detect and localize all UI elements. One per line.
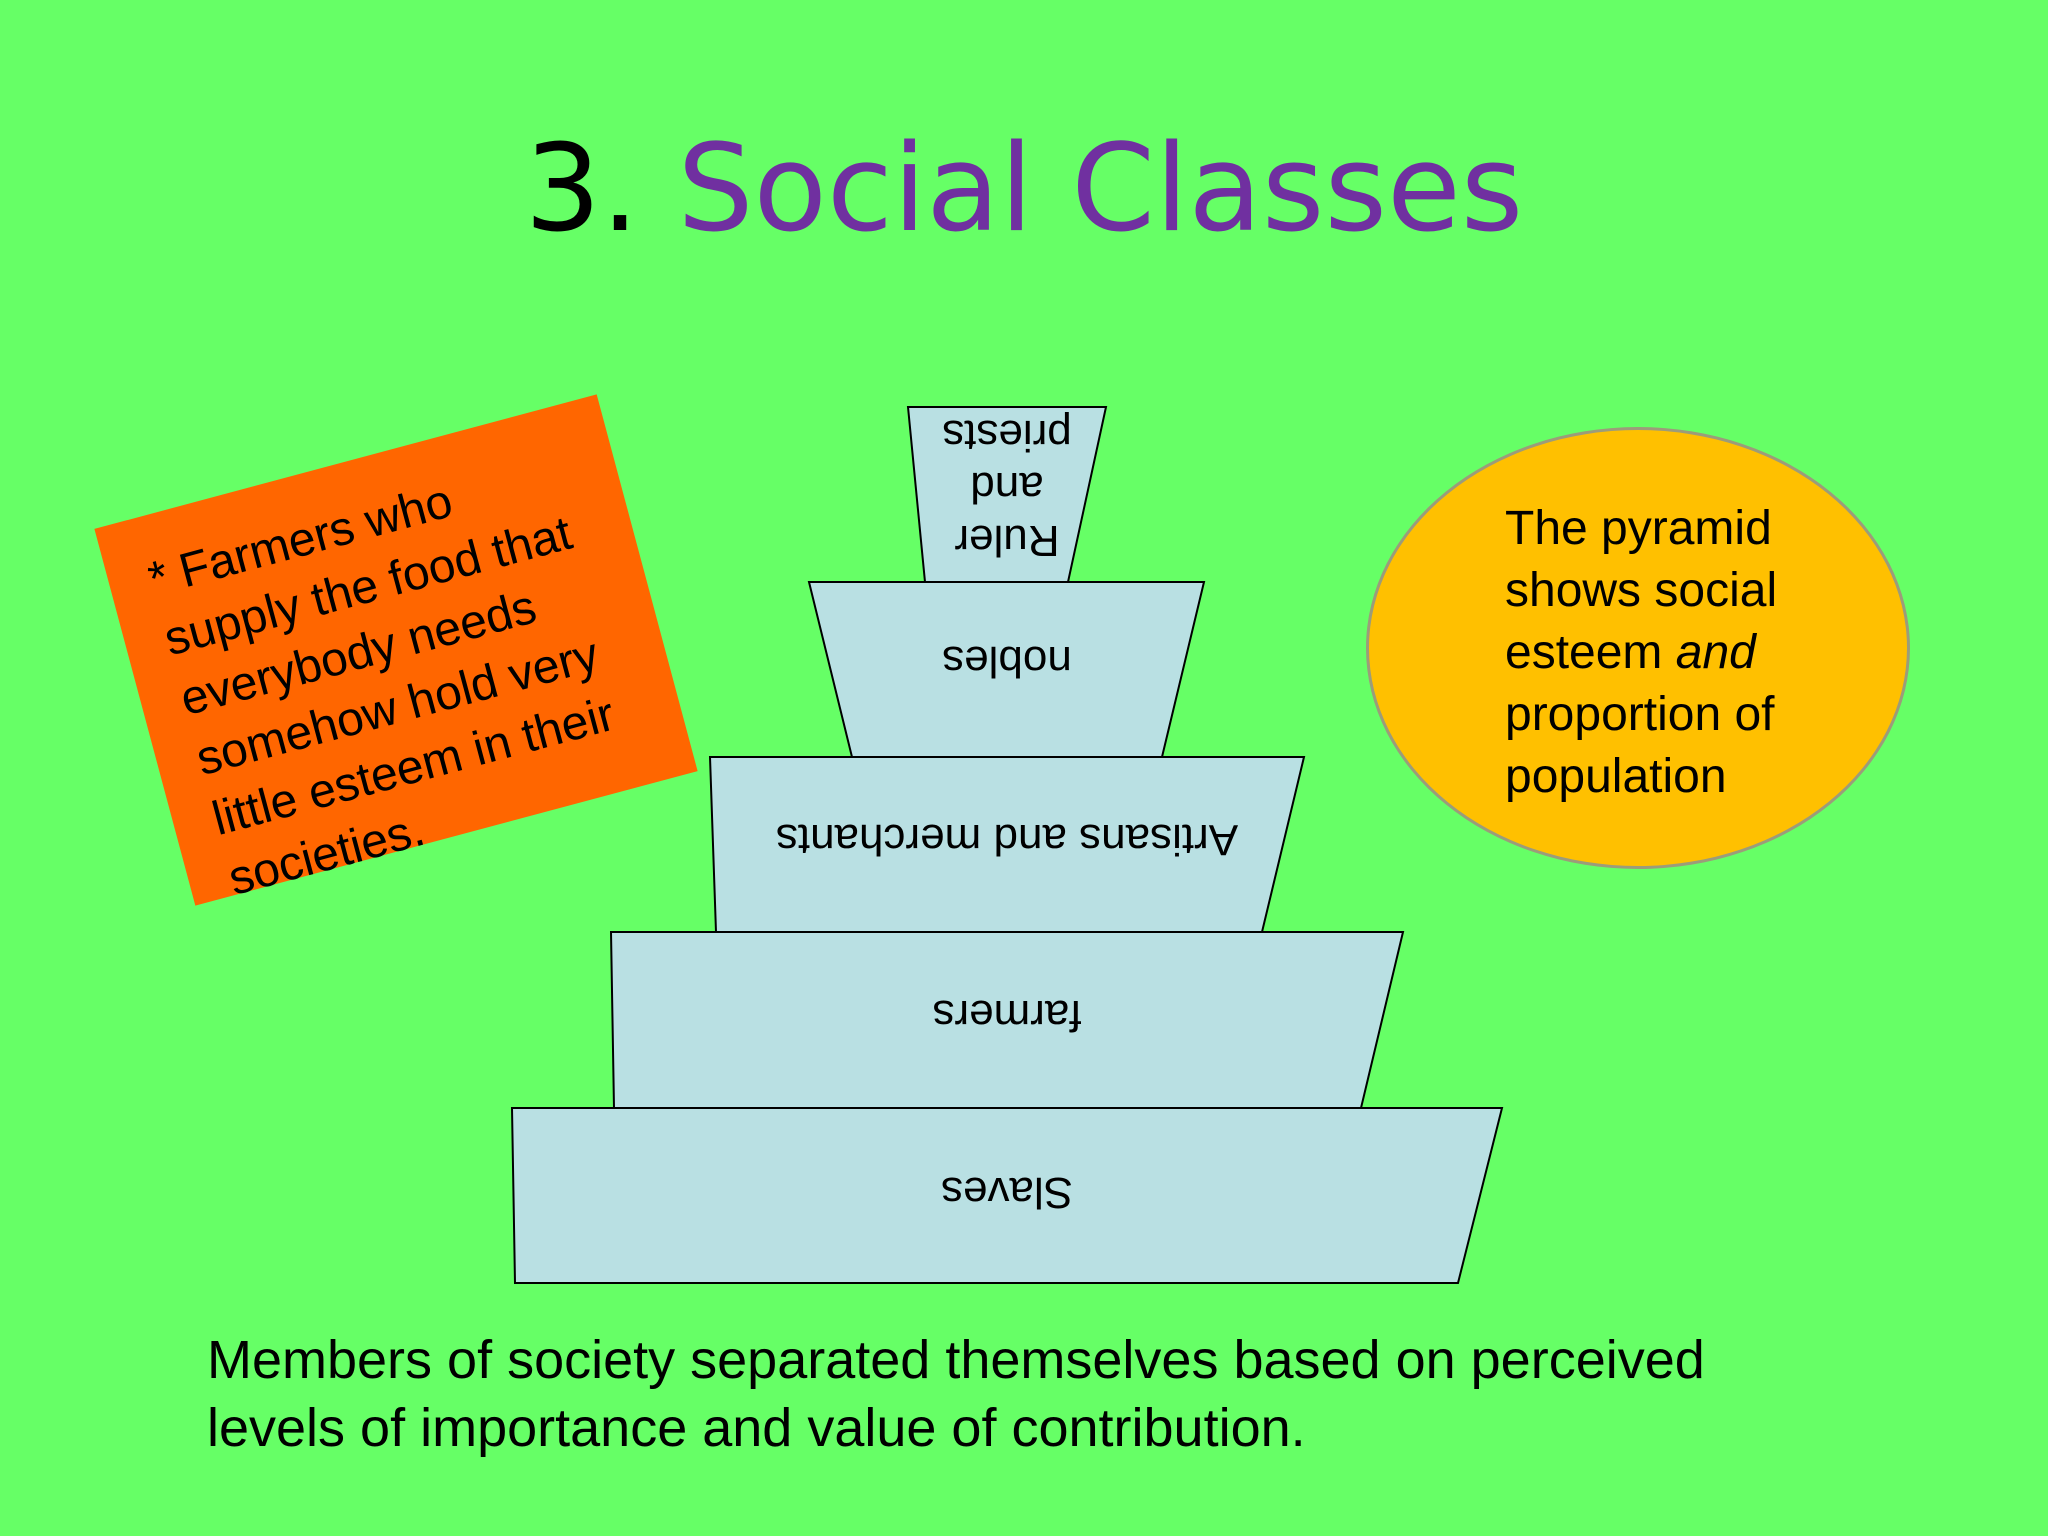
pyramid-label-rulers-line1: Ruler bbox=[954, 516, 1059, 565]
pyramid-label-slaves: Slaves bbox=[941, 1168, 1073, 1217]
pyramid-label-farmers: farmers bbox=[932, 991, 1081, 1040]
explanation-emphasis: and bbox=[1675, 626, 1756, 679]
pyramid-label-nobles: nobles bbox=[942, 637, 1072, 686]
explanation-after: proportion of population bbox=[1505, 688, 1775, 803]
pyramid-label-rulers-line2: and bbox=[970, 463, 1043, 512]
pyramid-level-rulers-shape bbox=[906, 406, 1108, 583]
pyramid-explanation-text: The pyramid shows social esteem and prop… bbox=[1505, 498, 1825, 808]
pyramid-explanation-ellipse: The pyramid shows social esteem and prop… bbox=[1366, 427, 1910, 869]
explanation-before: The pyramid shows social esteem bbox=[1505, 502, 1778, 679]
title-number: 3. bbox=[524, 120, 640, 259]
title-text: Social Classes bbox=[677, 120, 1524, 259]
pyramid-label-artisans: Artisans and merchants bbox=[776, 815, 1238, 864]
pyramid-level-nobles-shape bbox=[807, 581, 1206, 758]
slide-title: 3. Social Classes bbox=[0, 110, 2048, 270]
summary-line-1: Members of society separated themselves … bbox=[207, 1330, 1705, 1390]
summary-line-2: levels of importance and value of contri… bbox=[207, 1398, 1306, 1458]
summary-text: Members of society separated themselves … bbox=[207, 1326, 2007, 1462]
pyramid-label-rulers-line3: priests bbox=[942, 411, 1072, 460]
